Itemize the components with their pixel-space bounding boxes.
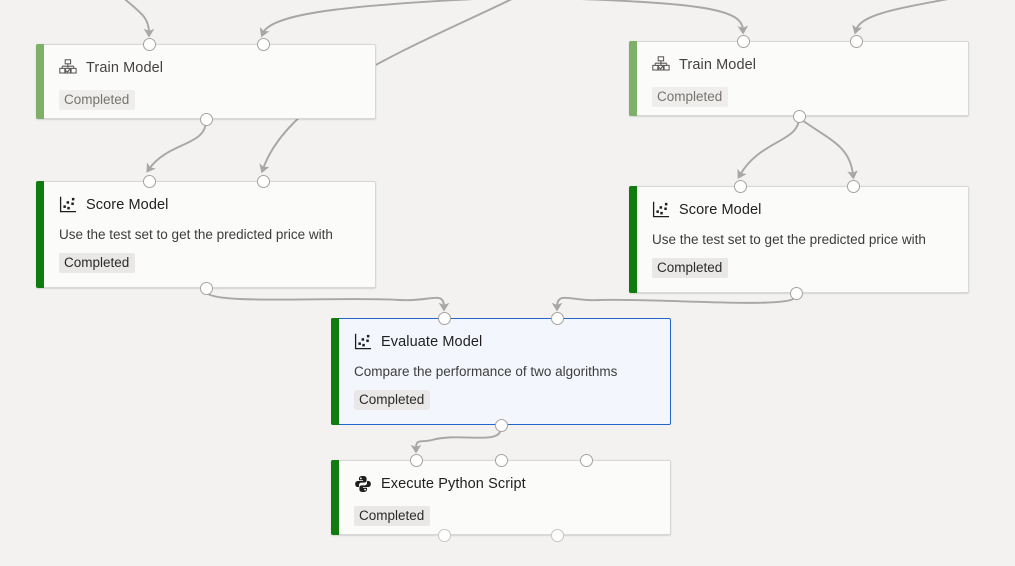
node-status-row: Completed bbox=[652, 258, 954, 278]
status-badge: Completed bbox=[354, 390, 431, 410]
node-input-port[interactable] bbox=[256, 37, 270, 51]
node-header: Evaluate Model bbox=[354, 331, 656, 353]
node-input-port[interactable] bbox=[849, 34, 863, 48]
node-input-port[interactable] bbox=[409, 453, 423, 467]
node-title: Execute Python Script bbox=[381, 476, 526, 492]
node-input-port[interactable] bbox=[142, 37, 156, 51]
node-header: Score Model bbox=[59, 194, 361, 216]
node-input-port[interactable] bbox=[256, 174, 270, 188]
node-output-port[interactable] bbox=[494, 418, 508, 432]
node-header: Train Model bbox=[59, 57, 361, 79]
node-status-row: Completed bbox=[59, 253, 361, 273]
node-status-accent-bar bbox=[36, 181, 44, 288]
node-output-port[interactable] bbox=[437, 528, 451, 542]
python-icon bbox=[354, 475, 372, 493]
node-output-port[interactable] bbox=[550, 528, 564, 542]
node-status-row: Completed bbox=[354, 506, 656, 526]
node-status-accent-bar bbox=[331, 460, 339, 535]
node-status-accent-bar bbox=[629, 186, 637, 293]
status-badge: Completed bbox=[59, 90, 136, 110]
pipeline-edge[interactable] bbox=[798, 117, 858, 180]
node-status-row: Completed bbox=[59, 90, 361, 110]
pipeline-edge[interactable] bbox=[100, 0, 155, 38]
evaluate-model-icon bbox=[354, 333, 372, 351]
pipeline-edge[interactable] bbox=[146, 120, 207, 173]
node-output-port[interactable] bbox=[199, 112, 213, 126]
pipeline-edge[interactable] bbox=[852, 0, 1015, 35]
train-model-icon bbox=[59, 59, 77, 77]
pipeline-edge[interactable] bbox=[551, 295, 797, 312]
node-status-row: Completed bbox=[354, 390, 656, 410]
node-description: Use the test set to get the predicted pr… bbox=[652, 232, 926, 247]
pipeline-edge[interactable] bbox=[259, 0, 516, 38]
pipeline-edge[interactable] bbox=[737, 117, 800, 179]
node-input-port[interactable] bbox=[846, 179, 860, 193]
node-output-port[interactable] bbox=[199, 281, 213, 295]
node-header: Execute Python Script bbox=[354, 473, 656, 495]
node-input-port[interactable] bbox=[142, 174, 156, 188]
node-title: Train Model bbox=[679, 57, 757, 73]
node-description: Use the test set to get the predicted pr… bbox=[59, 227, 333, 242]
node-input-port[interactable] bbox=[437, 311, 451, 325]
node-output-port[interactable] bbox=[792, 109, 806, 123]
pipeline-edge[interactable] bbox=[516, 0, 749, 35]
node-input-port[interactable] bbox=[550, 311, 564, 325]
pipeline-edge[interactable] bbox=[410, 427, 502, 454]
status-badge: Completed bbox=[652, 258, 729, 278]
train-model-icon bbox=[652, 56, 670, 74]
node-title: Evaluate Model bbox=[381, 334, 483, 350]
node-input-port[interactable] bbox=[579, 453, 593, 467]
status-badge: Completed bbox=[652, 87, 729, 107]
status-badge: Completed bbox=[354, 506, 431, 526]
node-status-row: Completed bbox=[652, 87, 954, 107]
node-header: Score Model bbox=[652, 199, 954, 221]
node-status-accent-bar bbox=[36, 44, 44, 119]
pipeline-edge[interactable] bbox=[205, 290, 450, 312]
node-description: Compare the performance of two algorithm… bbox=[354, 364, 618, 379]
node-header: Train Model bbox=[652, 54, 954, 76]
node-status-accent-bar bbox=[331, 318, 339, 425]
node-input-port[interactable] bbox=[494, 453, 508, 467]
node-status-accent-bar bbox=[629, 41, 637, 116]
score-model-icon bbox=[652, 201, 670, 219]
node-title: Score Model bbox=[86, 197, 169, 213]
node-title: Train Model bbox=[86, 60, 164, 76]
score-model-icon bbox=[59, 196, 77, 214]
status-badge: Completed bbox=[59, 253, 136, 273]
node-output-port[interactable] bbox=[789, 286, 803, 300]
node-title: Score Model bbox=[679, 202, 762, 218]
node-input-port[interactable] bbox=[733, 179, 747, 193]
node-input-port[interactable] bbox=[736, 34, 750, 48]
